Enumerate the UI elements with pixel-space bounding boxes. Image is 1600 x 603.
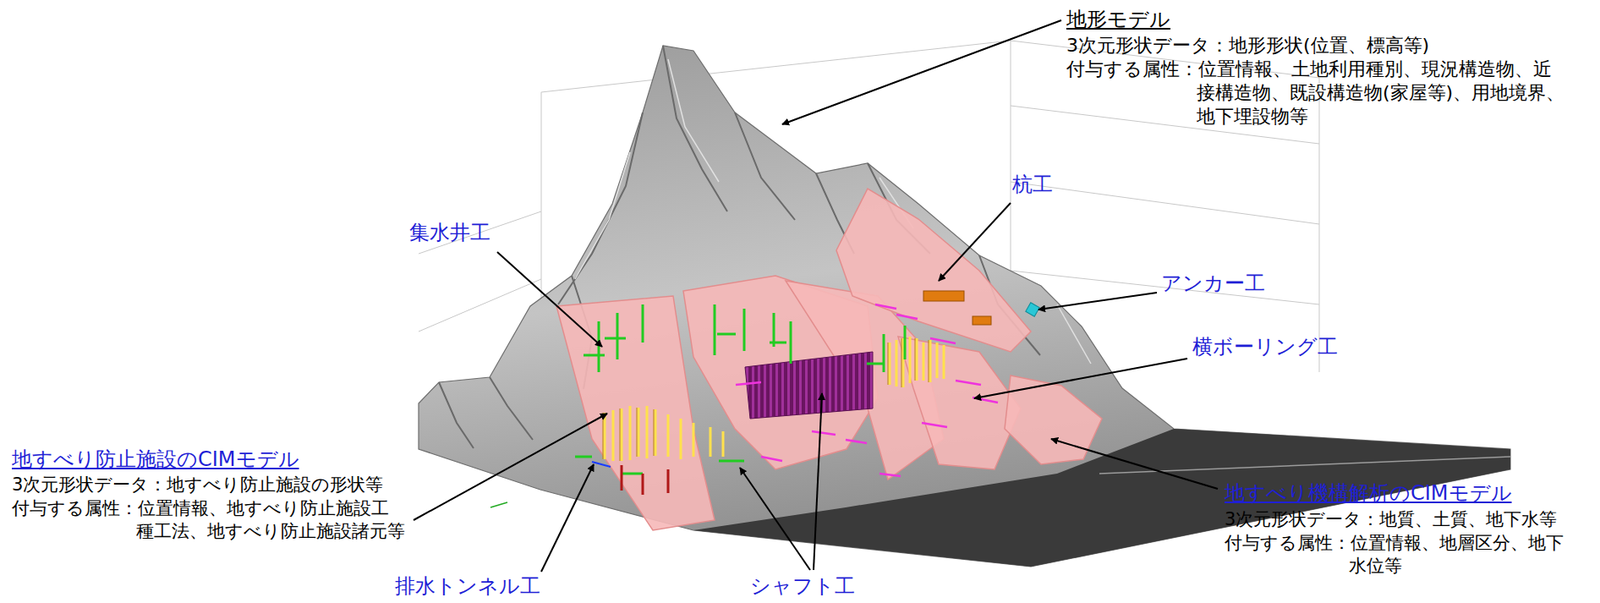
body-text: 3次元形状データ：地形形状(位置、標高等) bbox=[1066, 33, 1430, 58]
body-text: 付与する属性：位置情報、地層区分、地下 水位等 bbox=[1224, 531, 1589, 578]
leader-line bbox=[938, 202, 1011, 281]
leader-line bbox=[782, 20, 1062, 125]
leader-line bbox=[813, 393, 822, 570]
part-label: アンカー工 bbox=[1161, 270, 1266, 297]
body-text: 3次元形状データ：地すべり防止施設の形状等 bbox=[11, 473, 384, 497]
landslide-blocks bbox=[556, 188, 1102, 531]
heading: 地すべり防止施設のCIMモデル bbox=[11, 446, 300, 473]
leader-line bbox=[1038, 292, 1157, 310]
part-label: 集水井工 bbox=[409, 219, 491, 247]
heading: 地すべり機構解析のCIMモデル bbox=[1224, 480, 1513, 507]
part-label: シャフト工 bbox=[750, 573, 855, 600]
leader-line bbox=[497, 252, 603, 347]
leader-line bbox=[739, 467, 811, 570]
leader-line bbox=[1051, 438, 1218, 489]
part-label: 杭工 bbox=[1012, 171, 1053, 198]
body-text: 付与する属性：位置情報、土地利用種別、現況構造物、近 接構造物、既設構造物(家屋… bbox=[1066, 57, 1587, 129]
body-text: 付与する属性：位置情報、地すべり防止施設工 種工法、地すべり防止施設諸元等 bbox=[11, 497, 420, 543]
facility-models bbox=[490, 290, 1040, 508]
leader-line bbox=[413, 413, 608, 521]
part-label: 横ボーリング工 bbox=[1192, 334, 1338, 361]
body-text: 3次元形状データ：地質、土質、地下水等 bbox=[1224, 508, 1557, 532]
leader-line bbox=[974, 358, 1188, 399]
part-label: 排水トンネル工 bbox=[394, 573, 541, 600]
heading: 地形モデル bbox=[1066, 6, 1171, 33]
leader-line bbox=[541, 464, 594, 572]
